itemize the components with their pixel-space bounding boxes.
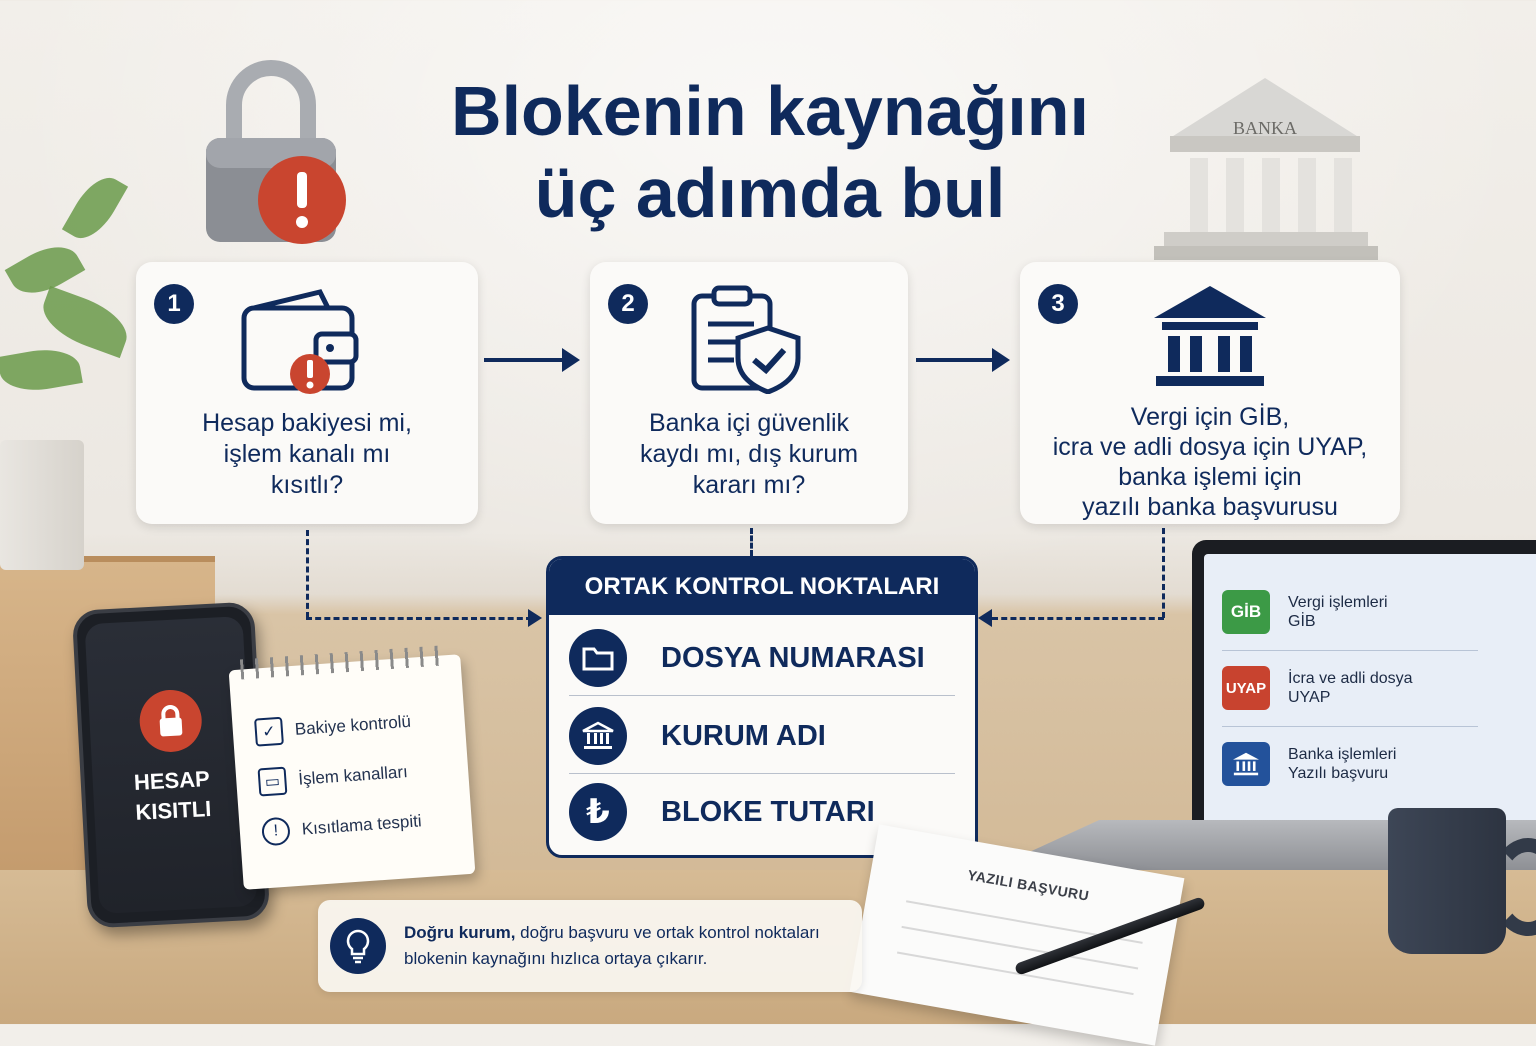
control-point-row: DOSYA NUMARASI <box>569 619 955 697</box>
page-title: Blokenin kaynağını üç adımda bul <box>330 70 1210 234</box>
step-3-text: Vergi için GİB, icra ve adli dosya için … <box>1020 402 1400 522</box>
dashed-connector <box>306 530 309 618</box>
institution-line: İcra ve adli dosya <box>1288 670 1413 687</box>
wallet-warning-icon <box>241 289 359 394</box>
control-point-row: ₺ BLOKE TUTARI <box>569 773 955 851</box>
institution-line: GİB <box>1288 613 1316 630</box>
plant-pot <box>0 440 84 570</box>
step-2-line: Banka içi güvenlik <box>648 409 850 437</box>
divider <box>1222 650 1478 651</box>
arrowhead <box>978 609 992 627</box>
institution-line: Banka işlemleri <box>1288 746 1397 763</box>
control-point-label: DOSYA NUMARASI <box>661 641 925 674</box>
institution-text: Banka işlemleri Yazılı başvuru <box>1288 745 1396 783</box>
padlock-alert-icon <box>206 60 346 244</box>
phone-status-text: HESAP KISITLI <box>92 762 253 830</box>
paper-title: YAZILI BAŞVURU <box>966 866 1091 904</box>
laptop: GİB Vergi işlemleri GİB UYAP İcra ve adl… <box>1192 540 1536 836</box>
checklist-label: Bakiye kontrolü <box>294 711 412 739</box>
step-2-line: kararı mı? <box>692 471 806 499</box>
card-icon: ▭ <box>257 766 288 797</box>
control-points-heading: ORTAK KONTROL NOKTALARI <box>549 559 975 615</box>
step-2-line: kaydı mı, dış kurum <box>639 440 859 468</box>
summary-tip: Doğru kurum, doğru başvuru ve ortak kont… <box>318 900 862 992</box>
title-line-1: Blokenin kaynağını <box>451 72 1089 150</box>
phone: HESAP KISITLI <box>71 601 271 929</box>
checklist-item: ✓ Bakiye kontrolü <box>254 708 412 747</box>
check-box-icon: ✓ <box>254 716 284 747</box>
control-point-label: BLOKE TUTARI <box>661 795 875 828</box>
dashed-connector <box>750 528 753 556</box>
step-number-2: 2 <box>608 284 648 324</box>
laptop-screen: GİB Vergi işlemleri GİB UYAP İcra ve adl… <box>1204 554 1536 824</box>
tip-bold: Doğru kurum, <box>404 923 516 942</box>
lira-icon: ₺ <box>569 783 627 841</box>
step-1-line: işlem kanalı mı <box>223 440 391 468</box>
step-2-text: Banka içi güvenlik kaydı mı, dış kurum k… <box>590 408 908 501</box>
folder-icon <box>569 629 627 687</box>
uyap-badge: UYAP <box>1222 666 1270 710</box>
control-point-label: KURUM ADI <box>661 719 826 752</box>
arrow-step-2-to-3 <box>916 348 1010 372</box>
notepad-spiral <box>239 645 449 680</box>
step-3-line: icra ve adli dosya için UYAP, <box>1052 433 1368 461</box>
dashed-connector <box>306 617 532 620</box>
paper-line <box>896 951 1134 996</box>
institution-text: Vergi işlemleri GİB <box>1288 593 1388 631</box>
tip-text: Doğru kurum, doğru başvuru ve ortak kont… <box>404 920 854 972</box>
phone-screen: HESAP KISITLI <box>84 616 258 914</box>
dashed-connector <box>992 617 1164 620</box>
institution-row: GİB Vergi işlemleri GİB <box>1222 582 1482 642</box>
divider <box>569 695 955 696</box>
alert-circle-icon: ! <box>261 816 291 847</box>
checklist-label: İşlem kanalları <box>297 762 409 789</box>
step-1-text: Hesap bakiyesi mi, işlem kanalı mı kısıt… <box>136 408 478 501</box>
step-card-1: 1 Hesap bakiyesi mi, işlem kanalı mı kıs… <box>136 262 478 524</box>
checklist-item: ▭ İşlem kanalları <box>257 758 409 797</box>
clipboard-shield-icon <box>691 285 801 394</box>
control-point-row: KURUM ADI <box>569 697 955 775</box>
institution-line: Yazılı başvuru <box>1288 765 1389 782</box>
checklist-item: ! Kısıtlama tespiti <box>261 807 423 847</box>
dashed-connector <box>1162 528 1165 618</box>
step-3-line: banka işlemi için <box>1118 463 1302 491</box>
coffee-mug <box>1388 808 1506 954</box>
gib-badge: GİB <box>1222 590 1270 634</box>
bank-building-icon <box>1154 286 1266 386</box>
step-card-2: 2 Banka içi güvenlik kaydı mı, dış kurum… <box>590 262 908 524</box>
step-3-line: Vergi için GİB, <box>1130 403 1290 431</box>
divider <box>569 773 955 774</box>
step-number-3: 3 <box>1038 284 1078 324</box>
institution-line: UYAP <box>1288 689 1331 706</box>
arrow-step-1-to-2 <box>484 348 580 372</box>
lightbulb-icon <box>330 918 386 974</box>
bank-icon <box>1222 742 1270 786</box>
tip-rest: doğru başvuru ve ortak kontrol noktaları <box>515 923 820 942</box>
control-points-panel: ORTAK KONTROL NOKTALARI DOSYA NUMARASI K… <box>546 556 978 858</box>
step-number-1: 1 <box>154 284 194 324</box>
checklist-notepad: ✓ Bakiye kontrolü ▭ İşlem kanalları ! Kı… <box>228 645 476 890</box>
bank-sign: BANKA <box>1233 118 1297 138</box>
title-line-2: üç adımda bul <box>534 154 1006 232</box>
bank-icon <box>569 707 627 765</box>
institution-text: İcra ve adli dosya UYAP <box>1288 669 1413 707</box>
institution-row: Banka işlemleri Yazılı başvuru <box>1222 734 1482 794</box>
step-card-3: 3 Vergi için GİB, icra ve adli dosya içi… <box>1020 262 1400 524</box>
arrowhead <box>528 609 542 627</box>
step-1-line: Hesap bakiyesi mi, <box>202 409 412 437</box>
step-3-line: yazılı banka başvurusu <box>1082 493 1338 521</box>
lock-icon <box>138 688 204 754</box>
step-1-line: kısıtlı? <box>270 471 344 499</box>
checklist-label: Kısıtlama tespiti <box>301 811 423 839</box>
divider <box>1222 726 1478 727</box>
bank-building-illustration: BANKA <box>1154 78 1378 260</box>
institution-line: Vergi işlemleri <box>1288 594 1388 611</box>
institution-row: UYAP İcra ve adli dosya UYAP <box>1222 658 1482 718</box>
tip-line-2: blokenin kaynağını hızlıca ortaya çıkarı… <box>404 949 708 968</box>
